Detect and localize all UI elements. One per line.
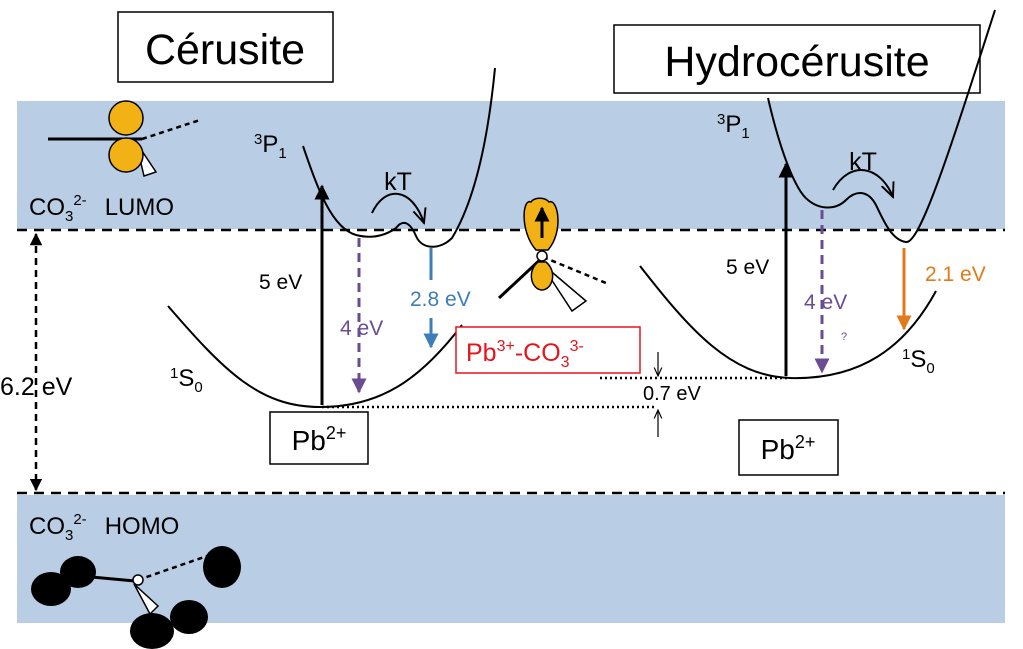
right-s0-label: 1S0 — [902, 346, 935, 377]
right-kt-arrow — [832, 169, 893, 197]
left-ion-box — [269, 411, 369, 465]
lumo-band — [17, 101, 1005, 229]
title-box-right — [613, 24, 981, 94]
right-orange-label: 2.1 eV — [925, 263, 986, 286]
right-kt-label: kT — [849, 148, 877, 176]
offset-label: 0.7 eV — [643, 383, 701, 405]
lumo-label: CO32-LUMO — [29, 192, 174, 225]
left-purple-label: 4 eV — [340, 317, 383, 340]
right-s0-curve — [639, 265, 937, 380]
right-question-mark: ? — [841, 331, 847, 343]
left-absorption-label: 5 eV — [259, 271, 302, 294]
left-p1-label: 3P1 — [254, 131, 287, 162]
left-kt-arrow — [371, 193, 424, 223]
right-p1-curve — [767, 9, 996, 243]
lumo-orbital-icon — [48, 100, 201, 177]
right-ion-box — [738, 419, 839, 476]
title-right: Hydrocérusite — [664, 38, 929, 86]
title-left: Cérusite — [145, 26, 305, 74]
complex-box — [455, 326, 641, 374]
homo-orbital-icon — [31, 546, 241, 649]
pb-orbital-icon — [497, 197, 607, 313]
left-kt-label: kT — [384, 168, 412, 196]
complex-label: Pb3+-CO33- — [466, 338, 584, 371]
left-p1-curve — [302, 67, 496, 248]
left-ion-label: Pb2+ — [292, 423, 347, 456]
homo-label: CO32-HOMO — [29, 511, 179, 544]
right-p1-label: 3P1 — [717, 111, 750, 142]
left-blue-label: 2.8 eV — [410, 288, 471, 311]
left-s0-label: 1S0 — [170, 365, 203, 396]
left-s0-curve — [167, 305, 463, 409]
right-absorption-label: 5 eV — [726, 256, 769, 279]
gap-label: 6.2 eV — [0, 373, 73, 401]
title-box-left — [117, 11, 334, 83]
right-ion-label: Pb2+ — [761, 432, 816, 465]
right-purple-label: 4 eV — [804, 291, 847, 314]
